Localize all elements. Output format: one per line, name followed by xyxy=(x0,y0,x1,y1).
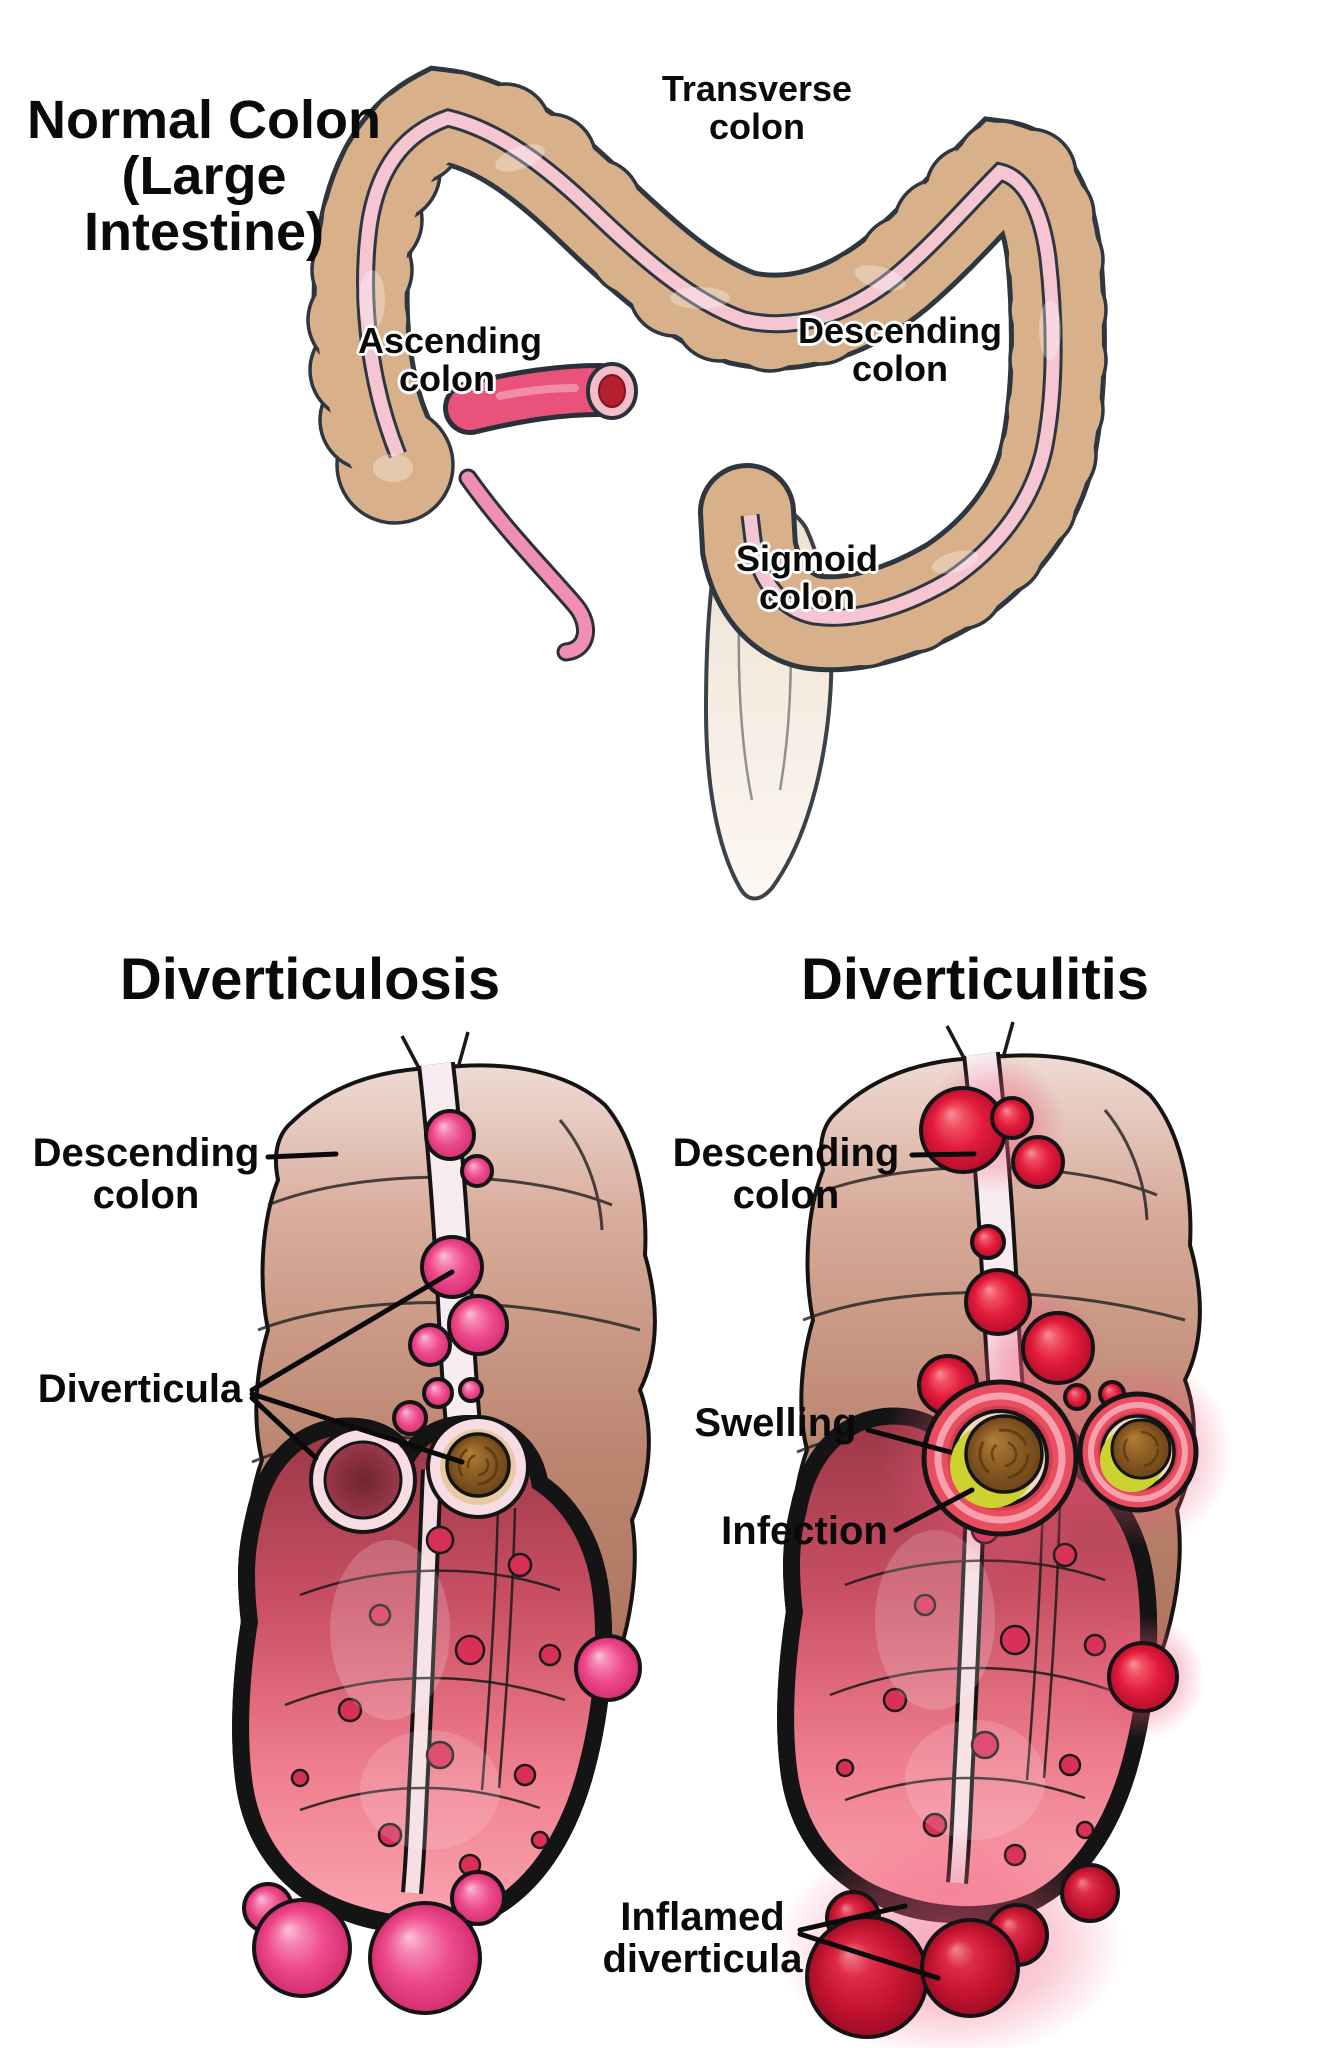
pointer-descending-left xyxy=(265,1151,339,1160)
pointer-diverticula-3 xyxy=(249,1395,319,1461)
title-line-1: Normal Colon xyxy=(26,90,381,150)
pointer-diverticula-2 xyxy=(249,1391,465,1465)
pointer-lines xyxy=(249,1151,977,1981)
label-descending-colon: Descending colon xyxy=(797,310,1003,389)
title-line-3: Intestine) xyxy=(83,202,325,263)
title-line-2: (Large xyxy=(121,146,287,207)
normal-colon-drawing xyxy=(306,65,1108,901)
label-swelling: Swelling xyxy=(694,1401,857,1445)
diverticulitis-drawing xyxy=(775,1022,1233,2048)
taenia xyxy=(359,111,1060,624)
pointer-inflamed-1 xyxy=(797,1903,908,1933)
pointer-infection xyxy=(893,1487,975,1533)
label-sigmoid-colon: Sigmoid colon xyxy=(736,538,878,617)
label-transverse-colon: Transverse colon xyxy=(661,68,853,147)
page-title: Normal Colon (Large Intestine) xyxy=(18,90,390,263)
pointer-diverticula-1 xyxy=(249,1269,455,1393)
swollen-pouch-left xyxy=(921,1379,1079,1537)
swollen-pouch-right xyxy=(1077,1391,1199,1513)
pouch-cross-sections xyxy=(309,1415,530,1534)
heading-diverticulosis: Diverticulosis xyxy=(119,947,501,1012)
colon-highlights xyxy=(359,144,1061,574)
label-descending-colon-diverticulitis: Descending colon xyxy=(672,1131,900,1217)
appendix xyxy=(458,468,595,662)
pointer-descending-right xyxy=(909,1151,977,1158)
pointer-inflamed-2 xyxy=(797,1931,941,1981)
label-diverticula: Diverticula xyxy=(37,1367,243,1411)
diverticulosis-drawing xyxy=(241,1032,655,2015)
label-ascending-colon: Ascending colon xyxy=(358,320,543,399)
label-infection: Infection xyxy=(721,1509,888,1553)
diverticula-pouches xyxy=(392,1109,642,1702)
ileum xyxy=(443,362,638,435)
bottom-pouches xyxy=(242,1870,506,2015)
heading-diverticulitis: Diverticulitis xyxy=(800,947,1150,1012)
pointer-swelling xyxy=(865,1427,953,1455)
inflamed-diverticula-pouches xyxy=(917,1086,1179,1713)
label-descending-colon-diverticulosis: Descending colon xyxy=(32,1131,260,1217)
label-inflamed-diverticula: Inflamed diverticula xyxy=(602,1895,803,1981)
